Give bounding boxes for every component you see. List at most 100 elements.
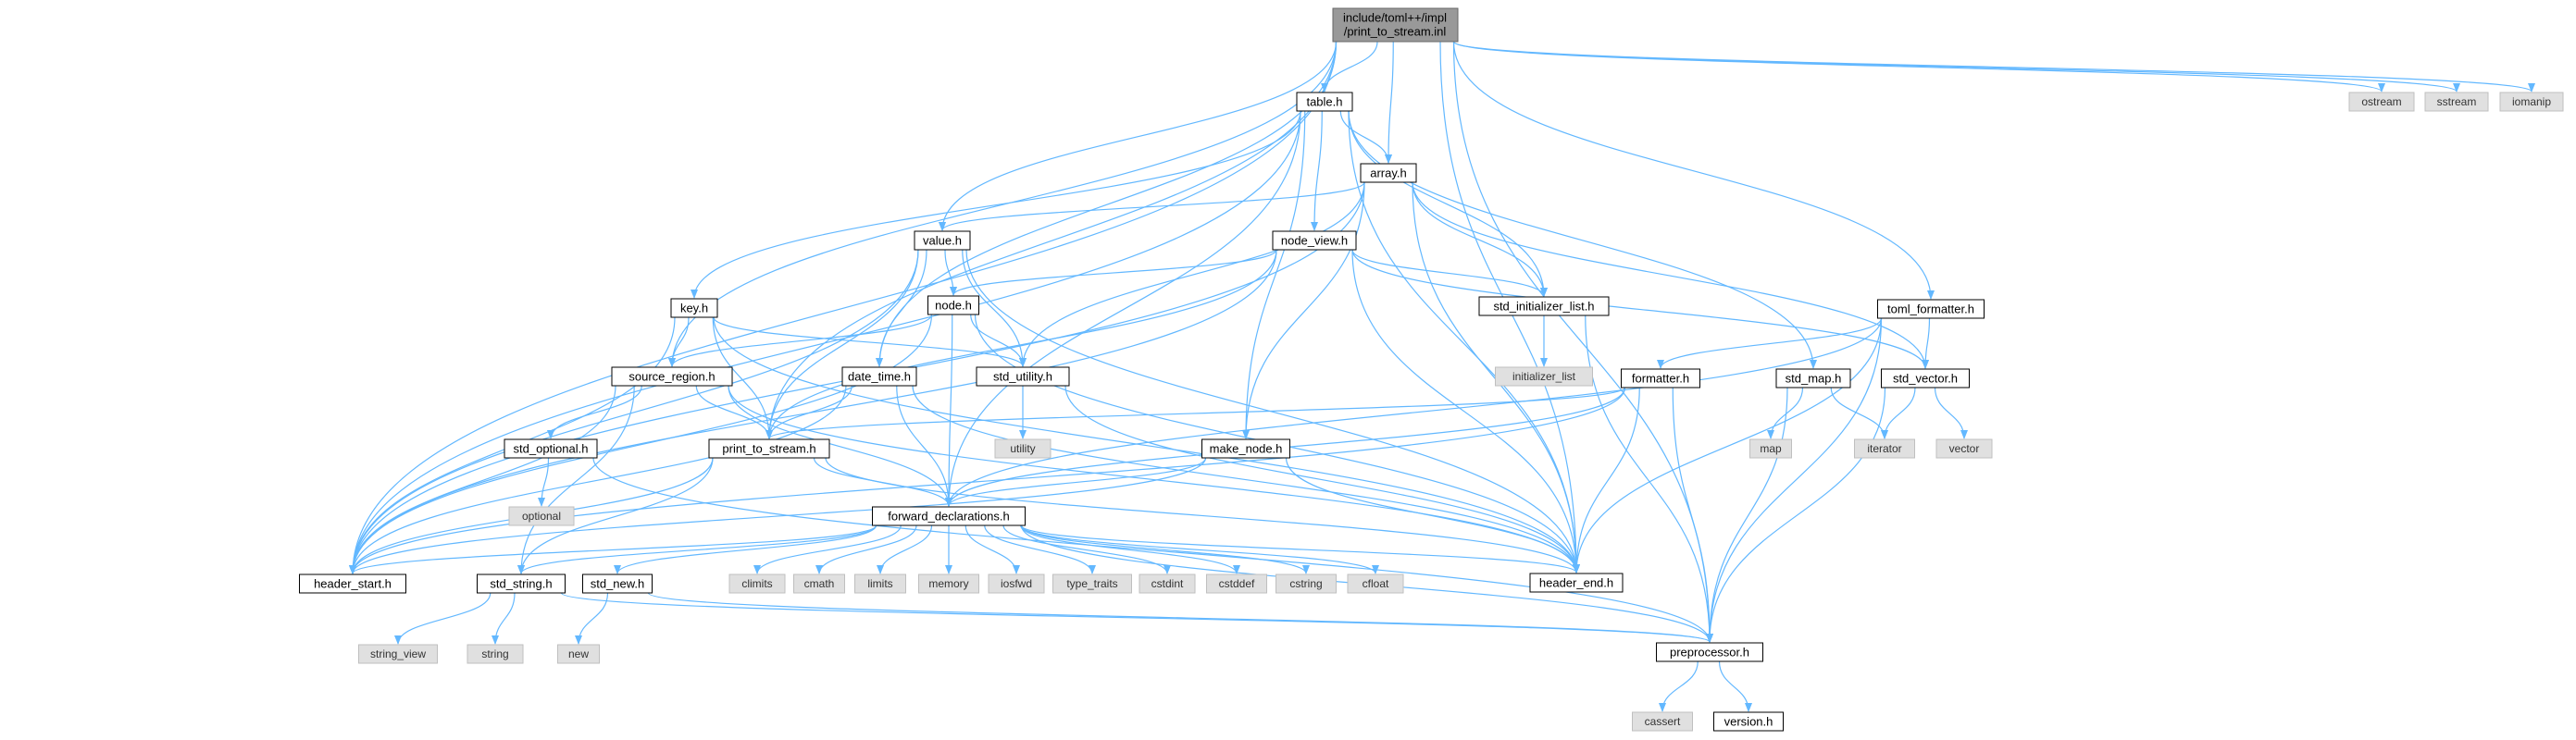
node-cassert[interactable]: cassert xyxy=(1632,711,1693,732)
node-string-view[interactable]: string_view xyxy=(358,644,438,664)
node-initializer-list[interactable]: initializer_list xyxy=(1495,366,1593,387)
node-label: make_node.h xyxy=(1210,441,1283,455)
node-cstring[interactable]: cstring xyxy=(1276,574,1337,594)
node-node-view[interactable]: node_view.h xyxy=(1272,230,1357,251)
node-sstream[interactable]: sstream xyxy=(2424,92,2489,112)
node-source-region[interactable]: source_region.h xyxy=(611,366,733,387)
node-array[interactable]: array.h xyxy=(1360,163,1417,183)
node-label: header_end.h xyxy=(1539,575,1613,589)
node-std-string[interactable]: std_string.h xyxy=(477,574,566,594)
node-header-start[interactable]: header_start.h xyxy=(299,574,406,594)
node-label: node_view.h xyxy=(1281,233,1348,247)
node-limits[interactable]: limits xyxy=(854,574,906,594)
node-box xyxy=(1749,438,1792,459)
edge-root-to-toml-fmt xyxy=(1452,41,1935,300)
edge-array-to-std-init xyxy=(1412,181,1548,297)
node-std-vector[interactable]: std_vector.h xyxy=(1881,368,1970,388)
node-string[interactable]: string xyxy=(467,644,524,664)
root-node-print-to-stream-inl[interactable]: include/toml++/impl /print_to_stream.inl xyxy=(1332,7,1459,43)
node-box xyxy=(1529,573,1624,593)
edge-source-region-to-header-start xyxy=(349,385,616,574)
node-label: std_vector.h xyxy=(1893,371,1958,385)
edge-node-to-std-utility xyxy=(970,314,1027,367)
node-label: forward_declarations.h xyxy=(888,509,1010,523)
node-vector[interactable]: vector xyxy=(1935,438,1993,459)
node-type-traits[interactable]: type_traits xyxy=(1052,574,1132,594)
node-value[interactable]: value.h xyxy=(914,230,971,251)
node-toml-fmt[interactable]: toml_formatter.h xyxy=(1877,299,1985,319)
edge-node-to-source-region xyxy=(668,314,933,367)
node-iosfwd[interactable]: iosfwd xyxy=(988,574,1045,594)
node-date-time[interactable]: date_time.h xyxy=(841,366,917,387)
node-climits[interactable]: climits xyxy=(728,574,786,594)
node-fwd[interactable]: forward_declarations.h xyxy=(872,506,1026,526)
edge-root-to-value xyxy=(939,41,1338,231)
node-utility[interactable]: utility xyxy=(994,438,1052,459)
edge-key-to-print-to-stream xyxy=(712,316,773,439)
edge-value-to-header-start xyxy=(349,249,919,574)
node-optional[interactable]: optional xyxy=(508,506,575,526)
node-iterator[interactable]: iterator xyxy=(1854,438,1915,459)
node-std-optional[interactable]: std_optional.h xyxy=(504,438,598,459)
edge-fwd-to-std-string xyxy=(517,524,877,574)
node-box xyxy=(508,506,575,526)
edge-root-to-array xyxy=(1385,41,1394,164)
edge-node-view-to-print-to-stream xyxy=(765,249,1277,439)
edge-toml-fmt-to-std-vector xyxy=(1922,317,1931,369)
node-std-init[interactable]: std_initializer_list.h xyxy=(1478,296,1610,316)
node-label: header_start.h xyxy=(314,576,392,590)
edge-fwd-to-climits xyxy=(753,524,902,574)
node-cfloat[interactable]: cfloat xyxy=(1347,574,1404,594)
node-table[interactable]: table.h xyxy=(1296,92,1353,112)
node-label: ostream xyxy=(2361,95,2401,108)
node-cstddef[interactable]: cstddef xyxy=(1206,574,1267,594)
node-label: std_optional.h xyxy=(514,441,589,455)
edge-value-to-std-utility xyxy=(962,249,1027,367)
edge-fwd-to-header-end xyxy=(1020,524,1580,574)
node-new[interactable]: new xyxy=(557,644,600,664)
edge-formatter-to-print-to-stream xyxy=(765,387,1626,439)
edge-value-to-print-to-stream xyxy=(765,249,919,439)
node-key[interactable]: key.h xyxy=(670,298,718,318)
node-make-node[interactable]: make_node.h xyxy=(1201,438,1290,459)
node-print-to-stream[interactable]: print_to_stream.h xyxy=(708,438,830,459)
edge-fwd-to-cmath xyxy=(815,524,917,574)
node-label: version.h xyxy=(1724,714,1773,728)
node-ostream[interactable]: ostream xyxy=(2348,92,2415,112)
node-label: table.h xyxy=(1306,94,1342,108)
node-box xyxy=(1139,574,1196,594)
node-label: print_to_stream.h xyxy=(722,441,815,455)
node-label: map xyxy=(1760,442,1782,455)
node-iomanip[interactable]: iomanip xyxy=(2499,92,2564,112)
node-cstdint[interactable]: cstdint xyxy=(1139,574,1196,594)
node-box xyxy=(582,574,653,594)
node-header-end[interactable]: header_end.h xyxy=(1529,573,1624,593)
node-box xyxy=(557,644,600,664)
node-preprocessor[interactable]: preprocessor.h xyxy=(1656,642,1763,662)
node-label: cmath xyxy=(804,577,835,590)
node-std-new[interactable]: std_new.h xyxy=(582,574,653,594)
edge-preprocessor-to-version xyxy=(1718,660,1752,712)
node-box xyxy=(793,574,845,594)
node-map[interactable]: map xyxy=(1749,438,1792,459)
edge-key-to-header-end xyxy=(713,316,1580,574)
node-box xyxy=(1360,163,1417,183)
node-box xyxy=(2499,92,2564,112)
node-std-map[interactable]: std_map.h xyxy=(1775,368,1851,388)
node-node[interactable]: node.h xyxy=(927,295,979,315)
edge-key-to-std-utility xyxy=(713,316,1027,367)
node-memory[interactable]: memory xyxy=(918,574,979,594)
node-label: optional xyxy=(522,510,561,523)
node-box xyxy=(611,366,733,387)
edge-formatter-to-header-start xyxy=(349,387,1626,574)
node-std-utility[interactable]: std_utility.h xyxy=(976,366,1070,387)
node-label: preprocessor.h xyxy=(1670,645,1749,659)
edge-std-init-to-preprocessor xyxy=(1585,314,1713,643)
node-cmath[interactable]: cmath xyxy=(793,574,845,594)
node-formatter[interactable]: formatter.h xyxy=(1621,368,1700,388)
node-version[interactable]: version.h xyxy=(1713,711,1784,732)
node-box xyxy=(728,574,786,594)
node-label: string_view xyxy=(370,648,426,660)
node-label: cstdint xyxy=(1151,577,1184,590)
